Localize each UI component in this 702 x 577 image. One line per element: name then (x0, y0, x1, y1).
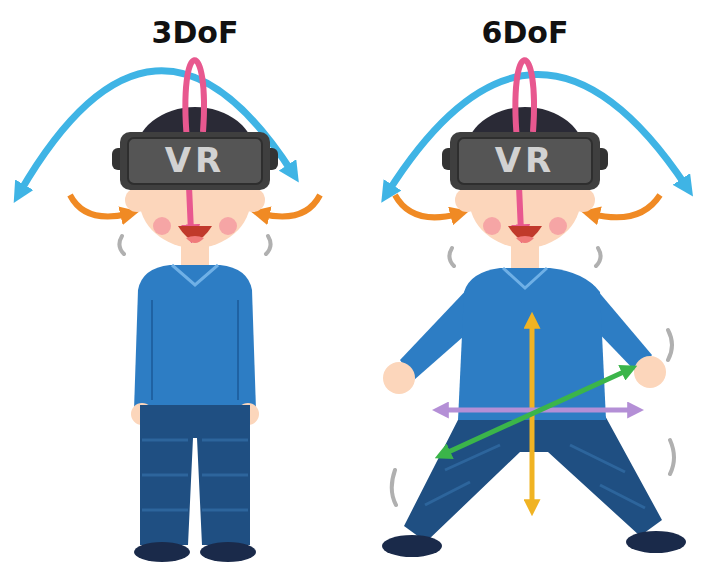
panel-title: 6DoF (482, 16, 569, 49)
figure-3dof (20, 60, 320, 562)
motion-marks (119, 236, 270, 254)
roll-arrow (592, 195, 660, 217)
hand (634, 356, 666, 388)
roll-arrow (395, 195, 458, 217)
cheek (153, 217, 171, 235)
roll-arrow (262, 195, 320, 217)
roll-arrow (70, 195, 128, 217)
tongue (516, 236, 534, 243)
figure-6dof (382, 60, 686, 557)
headset-label: VR (165, 142, 226, 179)
arm-line (152, 300, 238, 400)
headset (450, 132, 600, 190)
headset-panel (458, 138, 592, 184)
surge-arrow (444, 370, 628, 454)
shoe (626, 531, 686, 553)
hand (383, 362, 415, 394)
cheek (219, 217, 237, 235)
cheek (483, 217, 501, 235)
motion-marks (392, 248, 674, 505)
shoe (382, 535, 442, 557)
pants (140, 405, 250, 545)
pants-stripes (142, 440, 248, 510)
headset-label: VR (495, 142, 556, 179)
pants-stripes (425, 445, 645, 508)
headset-panel (128, 138, 262, 184)
yaw-arc-arrow (388, 74, 686, 192)
panel-title: 3DoF (152, 16, 239, 49)
shoe (134, 542, 190, 562)
shoe (200, 542, 256, 562)
headset (120, 132, 270, 190)
cheek (549, 217, 567, 235)
shirt (134, 265, 256, 410)
tongue (186, 236, 204, 243)
collar (172, 265, 218, 285)
collar (503, 268, 547, 288)
